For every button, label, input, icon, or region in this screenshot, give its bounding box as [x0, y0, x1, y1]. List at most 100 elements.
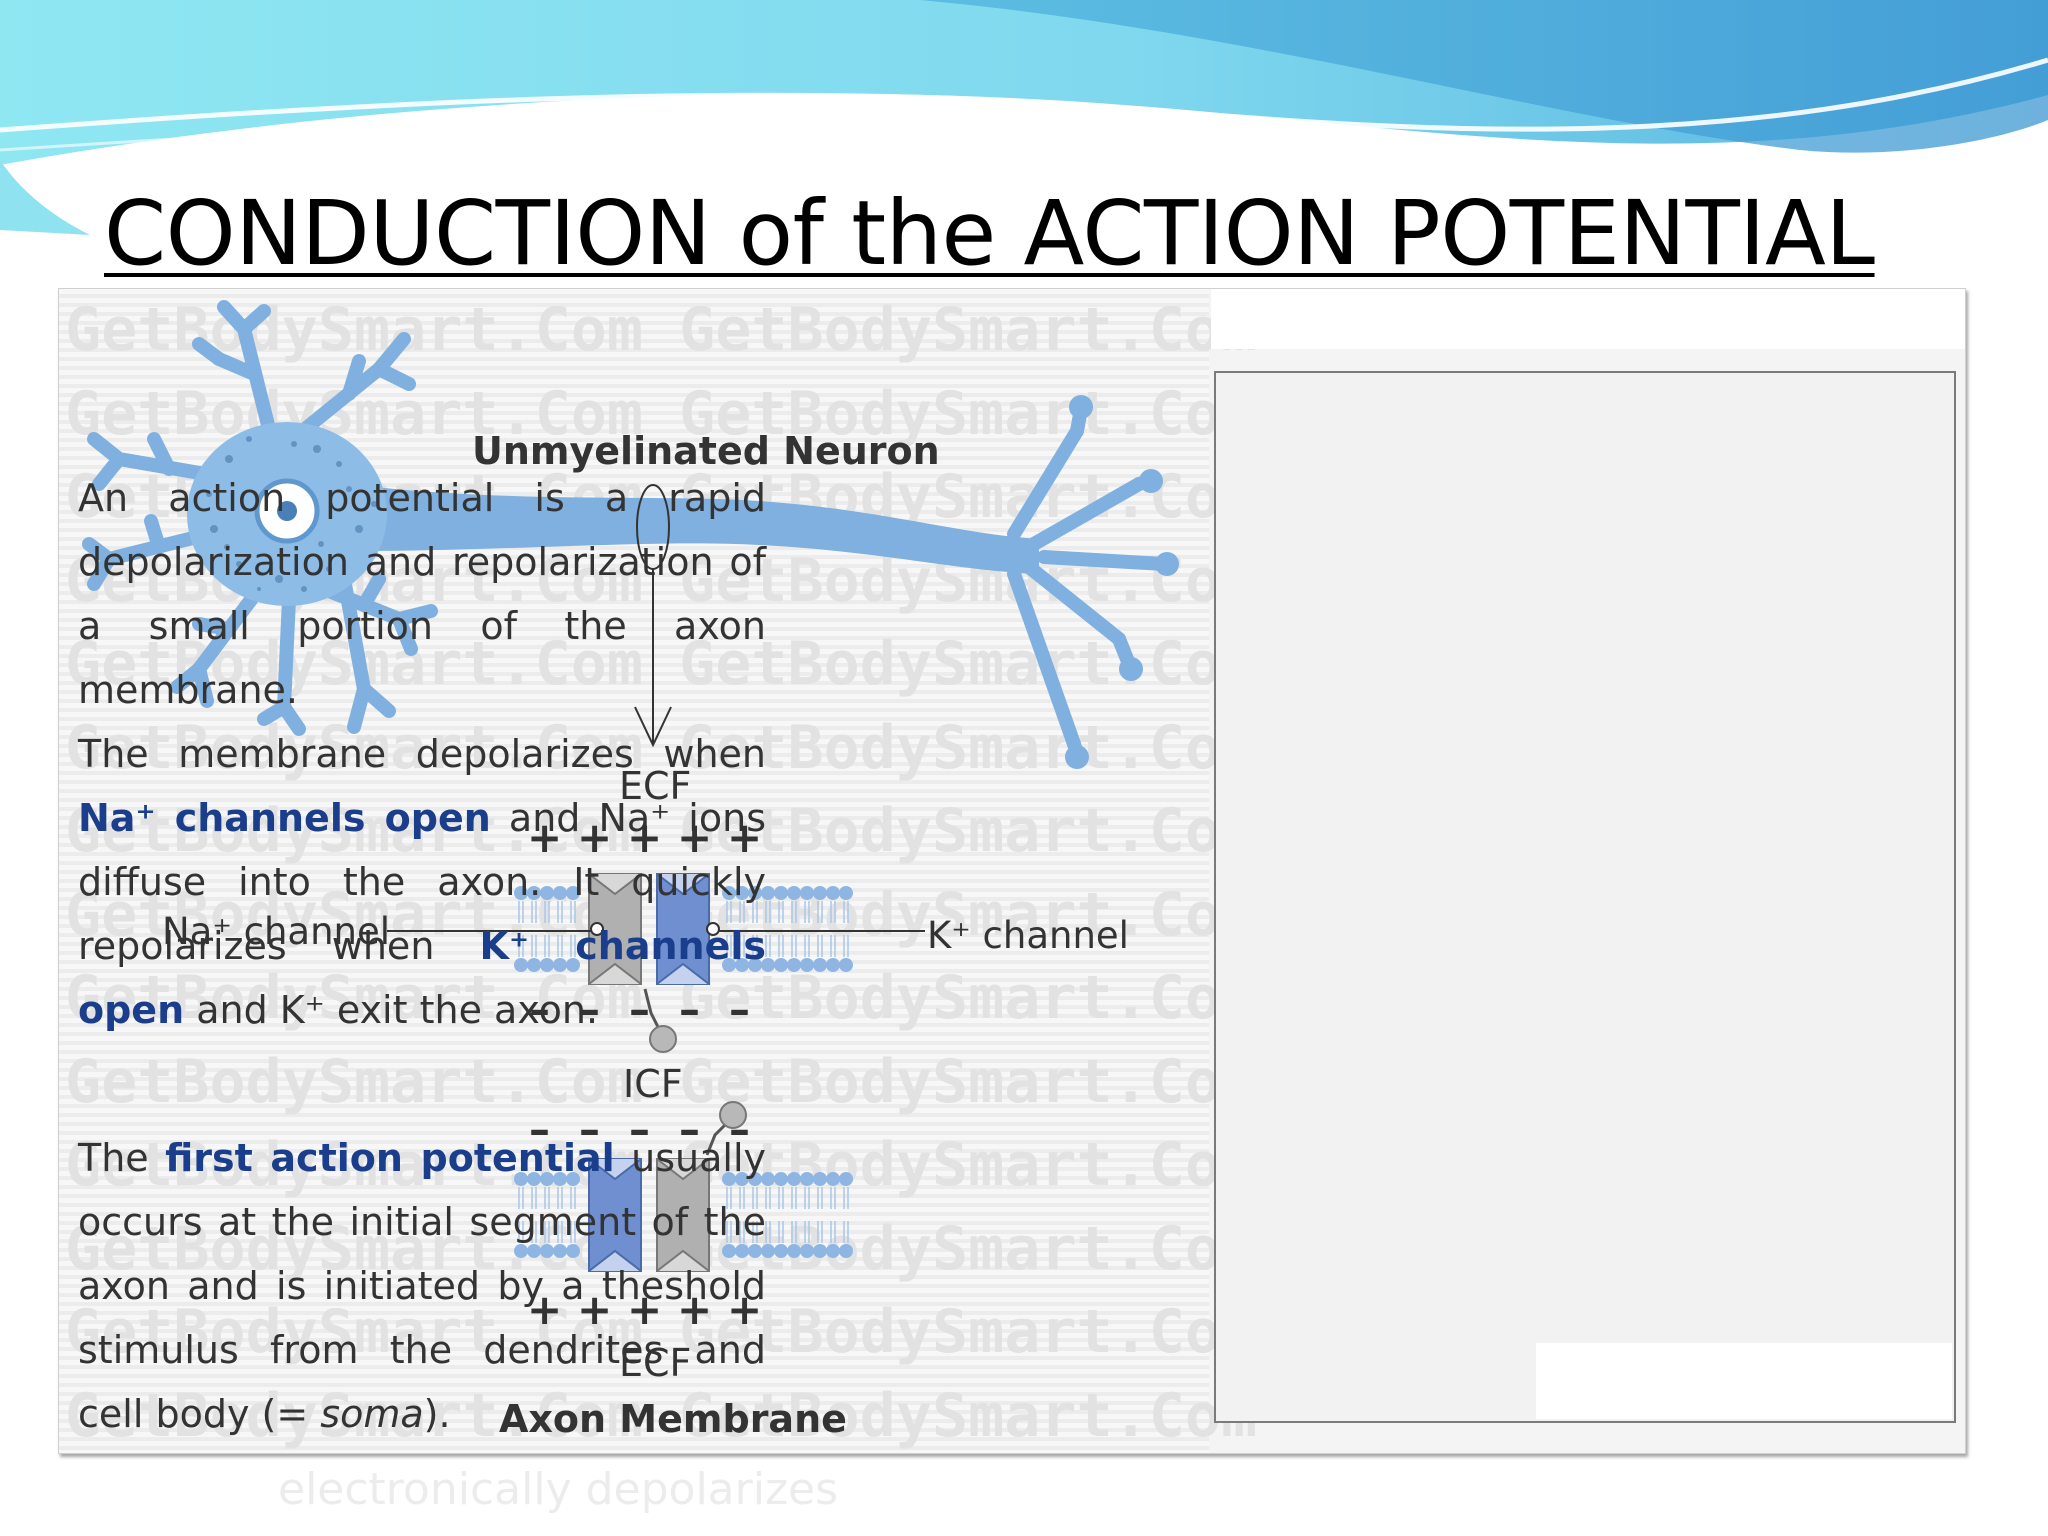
lipid-head — [566, 886, 580, 900]
text-box-blank-corner — [1536, 1343, 1952, 1419]
lipid-tail — [817, 901, 823, 923]
lipid-tail — [570, 901, 576, 923]
p2-text-2: and Na⁺ ions diffuse into the axon. It q… — [78, 796, 766, 968]
lipid-tail — [843, 935, 849, 957]
lipid-head — [735, 886, 749, 900]
lipid-tail — [518, 1187, 524, 1209]
minus-sign: – — [629, 985, 650, 1034]
minus-sign: – — [529, 985, 550, 1034]
lipid-tail — [778, 1187, 784, 1209]
lipid-head — [553, 1172, 567, 1186]
header-wave-decoration — [0, 0, 2048, 235]
p2-text-1: The membrane depolarizes when — [78, 732, 766, 776]
plus-sign: + — [527, 1285, 562, 1334]
lipid-head — [722, 958, 736, 972]
lipid-tail — [570, 1221, 576, 1243]
p3-text-2: usually occurs at the initial segment of… — [78, 1136, 766, 1436]
minus-sign: – — [679, 985, 700, 1034]
lipid-head — [748, 1172, 762, 1186]
lipid-head — [735, 1244, 749, 1258]
lipid-head — [566, 1172, 580, 1186]
plus-sign: + — [727, 813, 762, 862]
plus-sign: + — [627, 1285, 662, 1334]
lipid-tail — [544, 935, 550, 957]
explanation-box — [1214, 371, 1956, 1423]
membrane-lower — [514, 1101, 853, 1272]
lipid-head — [839, 1244, 853, 1258]
icf-label: ICF — [623, 1062, 683, 1106]
k-channel-label: K⁺ channel — [927, 914, 1129, 957]
lipid-tail — [518, 935, 524, 957]
lipid-head — [553, 958, 567, 972]
lipid-tail — [791, 935, 797, 957]
lipid-tail — [830, 901, 836, 923]
watermark: GetBodySmart.Com GetBodySmart.Com GetBod… — [65, 289, 1258, 1453]
minus-sign: – — [529, 1105, 550, 1154]
lipid-head — [722, 886, 736, 900]
lipid-tail — [791, 1221, 797, 1243]
paragraph-depolarization: The membrane depolarizes when Na⁺ channe… — [78, 722, 766, 1042]
lipid-tail — [557, 935, 563, 957]
lipid-tail — [726, 1221, 732, 1243]
lipid-head — [774, 1172, 788, 1186]
lipid-head — [514, 1244, 528, 1258]
neuron-diagram: Unmyelinated Neuron ECF ICF ECF Na⁺ chan… — [82, 300, 1179, 1441]
lipid-head — [527, 1172, 541, 1186]
lipid-head — [735, 958, 749, 972]
lipid-head — [813, 886, 827, 900]
lipid-head — [527, 886, 541, 900]
lipid-tail — [570, 935, 576, 957]
lipid-head — [748, 886, 762, 900]
lipid-tail — [830, 1221, 836, 1243]
lipid-head — [774, 1244, 788, 1258]
lipid-tail — [830, 1187, 836, 1209]
footer-ghost-text: electronically depolarizes — [278, 1464, 839, 1515]
lipid-head — [514, 1172, 528, 1186]
p3-text-3: ). — [423, 1392, 451, 1436]
lipid-tail — [570, 1187, 576, 1209]
lipid-head — [735, 1172, 749, 1186]
k-channels-open-highlight: K⁺ channels open — [78, 924, 766, 1032]
membrane-upper — [387, 873, 925, 1053]
lipid-head — [813, 958, 827, 972]
lipid-tail — [752, 1221, 758, 1243]
lipid-head — [787, 1244, 801, 1258]
lipid-head — [761, 886, 775, 900]
lipid-head — [787, 1172, 801, 1186]
lipid-tail — [843, 1187, 849, 1209]
inactivation-gate — [719, 1101, 747, 1129]
lipid-head — [787, 886, 801, 900]
lipid-head — [761, 1244, 775, 1258]
lipid-head — [722, 1172, 736, 1186]
lipid-head — [566, 958, 580, 972]
lipid-head — [527, 958, 541, 972]
lipid-tail — [726, 935, 732, 957]
na-channels-open-highlight: Na⁺ channels open — [78, 796, 491, 840]
plus-sign: + — [627, 813, 662, 862]
lipid-head — [566, 1244, 580, 1258]
minus-sign: – — [579, 985, 600, 1034]
lipid-head — [540, 1244, 554, 1258]
lipid-tail — [557, 1187, 563, 1209]
minus-sign: – — [679, 1105, 700, 1154]
lipid-head — [800, 958, 814, 972]
first-action-potential-highlight: first action potential — [165, 1136, 615, 1180]
lipid-tail — [765, 1187, 771, 1209]
lipid-head — [774, 886, 788, 900]
lipid-head — [813, 1172, 827, 1186]
lipid-head — [722, 1244, 736, 1258]
lipid-tail — [817, 1221, 823, 1243]
lipid-head — [540, 958, 554, 972]
watermark-line: GetBodySmart.Com GetBodySmart.Com — [65, 1297, 1258, 1367]
lipid-head — [839, 1172, 853, 1186]
lipid-head — [748, 1244, 762, 1258]
watermark-line: GetBodySmart.Com GetBodySmart.Com — [65, 796, 1258, 866]
lipid-tail — [765, 901, 771, 923]
lipid-tail — [557, 1221, 563, 1243]
lipid-head — [761, 1172, 775, 1186]
na-channel-label: Na⁺ channel — [162, 910, 390, 953]
lipid-tail — [739, 1187, 745, 1209]
soma-term: soma — [320, 1392, 424, 1436]
lipid-tail — [804, 935, 810, 957]
lipid-head — [540, 1172, 554, 1186]
